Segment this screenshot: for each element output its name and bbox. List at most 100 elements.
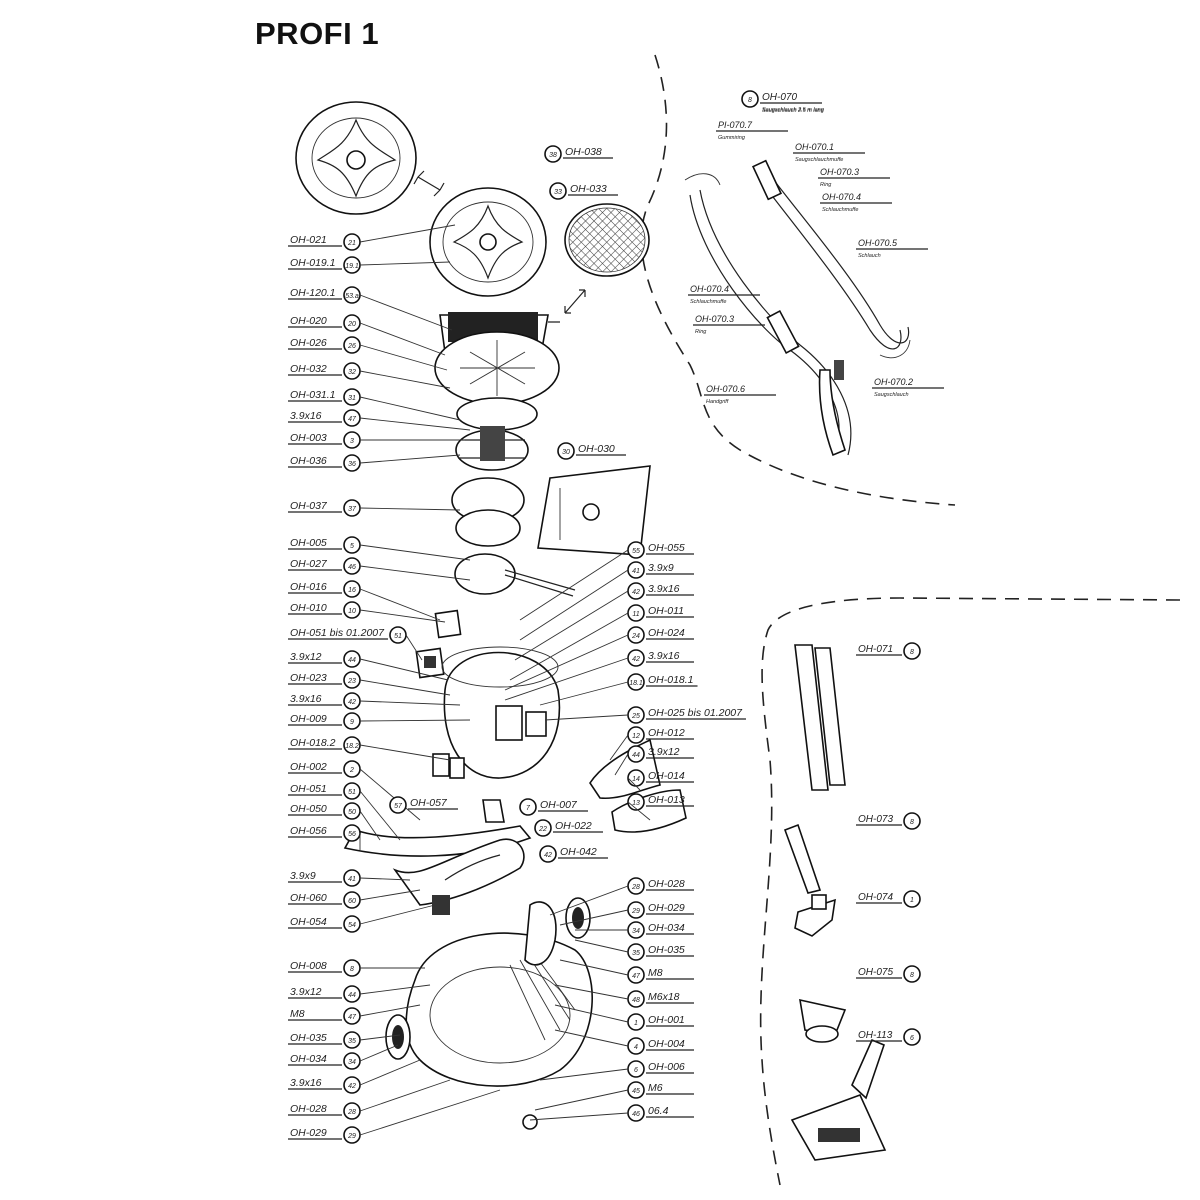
- part-number-label: OH-027: [290, 558, 328, 570]
- index-number: 44: [632, 752, 640, 759]
- index-circle: [389, 796, 407, 814]
- part-caption: Saugschlauchmuffe: [795, 157, 843, 163]
- index-number: 8: [748, 97, 752, 104]
- callout-oh-023: OH-023 23: [288, 671, 451, 696]
- part-number-label: OH-009: [290, 713, 327, 725]
- dust-bag: [537, 465, 651, 556]
- index-number: 38: [549, 152, 557, 159]
- index-circle: [557, 442, 575, 460]
- part-caption: Ring: [695, 329, 707, 335]
- index-number: 8: [910, 649, 914, 656]
- index-number: 47: [348, 416, 357, 423]
- part-number-label: 3.9x16: [290, 1077, 322, 1089]
- index-number: 32: [348, 369, 356, 376]
- part-number-label: OH-070.6: [706, 384, 745, 394]
- index-number: 26: [347, 343, 356, 350]
- part-number-label: OH-002: [290, 761, 327, 773]
- callout-3-9x9: 3.9x9 41: [519, 561, 694, 641]
- part-number-label: OH-035: [648, 944, 685, 956]
- part-number-label: OH-070.3: [695, 314, 734, 324]
- part-number-label: OH-025 bis 01.2007: [648, 707, 743, 719]
- part-number-label: M8: [290, 1008, 305, 1020]
- index-number: 35: [632, 950, 640, 957]
- index-number: 18.1: [629, 680, 643, 687]
- callout-oh-032: OH-032 32: [288, 362, 451, 389]
- part-number-label: OH-071: [858, 644, 893, 655]
- index-number: 23: [347, 678, 356, 685]
- part-number-label: M6x18: [648, 991, 680, 1003]
- index-number: 36: [348, 461, 356, 468]
- index-number: 29: [347, 1133, 356, 1140]
- part-number-label: 3.9x9: [648, 562, 674, 574]
- part-number-label: OH-037: [290, 500, 328, 512]
- index-number: 28: [631, 884, 640, 891]
- part-number-label: OH-010: [290, 602, 327, 614]
- index-number: 42: [544, 852, 552, 859]
- part-number-label: OH-023: [290, 672, 327, 684]
- index-number: 46: [348, 564, 356, 571]
- upper-shell: [441, 646, 561, 779]
- part-number-label: OH-005: [290, 537, 327, 549]
- index-number: 54: [348, 922, 356, 929]
- index-number: 1: [634, 1020, 638, 1027]
- part-number-label: OH-019.1: [290, 257, 336, 269]
- index-number: 41: [348, 876, 356, 883]
- index-number: 4: [634, 1044, 638, 1051]
- part-number-label: OH-008: [290, 960, 327, 972]
- part-number-label: OH-013: [648, 794, 685, 806]
- part-number-label: OH-070.3: [820, 167, 859, 177]
- index-number: 16: [348, 587, 356, 594]
- part-number-label: OH-032: [290, 363, 327, 375]
- part-number-label: OH-016: [290, 581, 327, 593]
- callout-oh-025-bis-01-2007: OH-025 bis 01.2007 25: [544, 706, 746, 724]
- index-number: 20: [347, 321, 356, 328]
- part-number-label: OH-022: [555, 820, 592, 832]
- index-number: 42: [348, 699, 356, 706]
- part-number-label: OH-028: [290, 1103, 327, 1115]
- part-caption: Gummiring: [718, 135, 746, 141]
- part-number-label: OH-057: [410, 797, 448, 809]
- part-number-label: OH-070: [762, 92, 797, 103]
- carry-handle: [343, 825, 532, 915]
- part-number-label: OH-070.4: [690, 284, 729, 294]
- index-number: 55: [632, 548, 640, 555]
- index-number: 25: [631, 713, 640, 720]
- index-circle: [519, 798, 537, 816]
- index-number: 50: [348, 809, 356, 816]
- index-number: 18.2: [345, 743, 359, 750]
- part-number-label: OH-001: [648, 1014, 685, 1026]
- part-caption: Handgriff: [706, 399, 729, 405]
- callout-06-4: 06.446: [529, 1104, 694, 1122]
- index-circle: [741, 90, 759, 108]
- index-number: 41: [632, 568, 640, 575]
- machine-drawing: [295, 101, 687, 1130]
- callout-oh-018-1: OH-018.118.1: [539, 673, 698, 706]
- index-number: 42: [632, 589, 640, 596]
- motor-head: [434, 312, 576, 597]
- part-number-label: OH-070.1: [795, 142, 834, 152]
